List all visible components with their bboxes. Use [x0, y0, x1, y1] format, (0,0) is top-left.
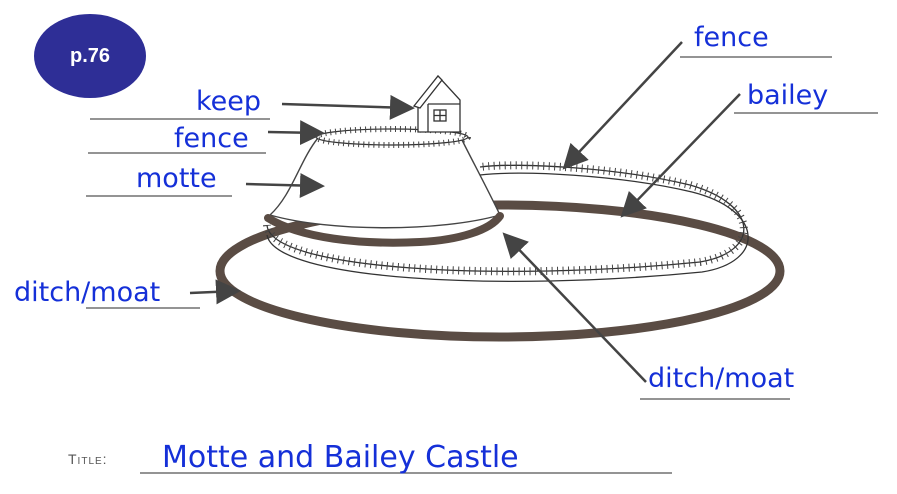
label-fence-right: fence: [694, 22, 769, 53]
title-text: Motte and Bailey Castle: [162, 440, 519, 475]
page-badge: p.76: [34, 14, 146, 98]
title-caption: Title:: [68, 451, 108, 467]
label-ditch-left: ditch/moat: [14, 277, 161, 308]
answer-lines: [86, 56, 878, 400]
label-motte: motte: [136, 163, 217, 194]
page-badge-text: p.76: [69, 44, 111, 67]
bailey-fence: [263, 161, 749, 282]
arrows: [189, 41, 741, 383]
motte-mound: [268, 137, 501, 229]
inner-ditch: [264, 212, 504, 247]
label-ditch-right: ditch/moat: [648, 363, 795, 394]
label-fence-left: fence: [174, 123, 249, 154]
label-keep: keep: [196, 86, 262, 117]
keep-building: [412, 74, 461, 133]
outer-ditch: [215, 200, 785, 342]
label-bailey: bailey: [747, 80, 829, 111]
motte-top-fence: [313, 126, 471, 148]
